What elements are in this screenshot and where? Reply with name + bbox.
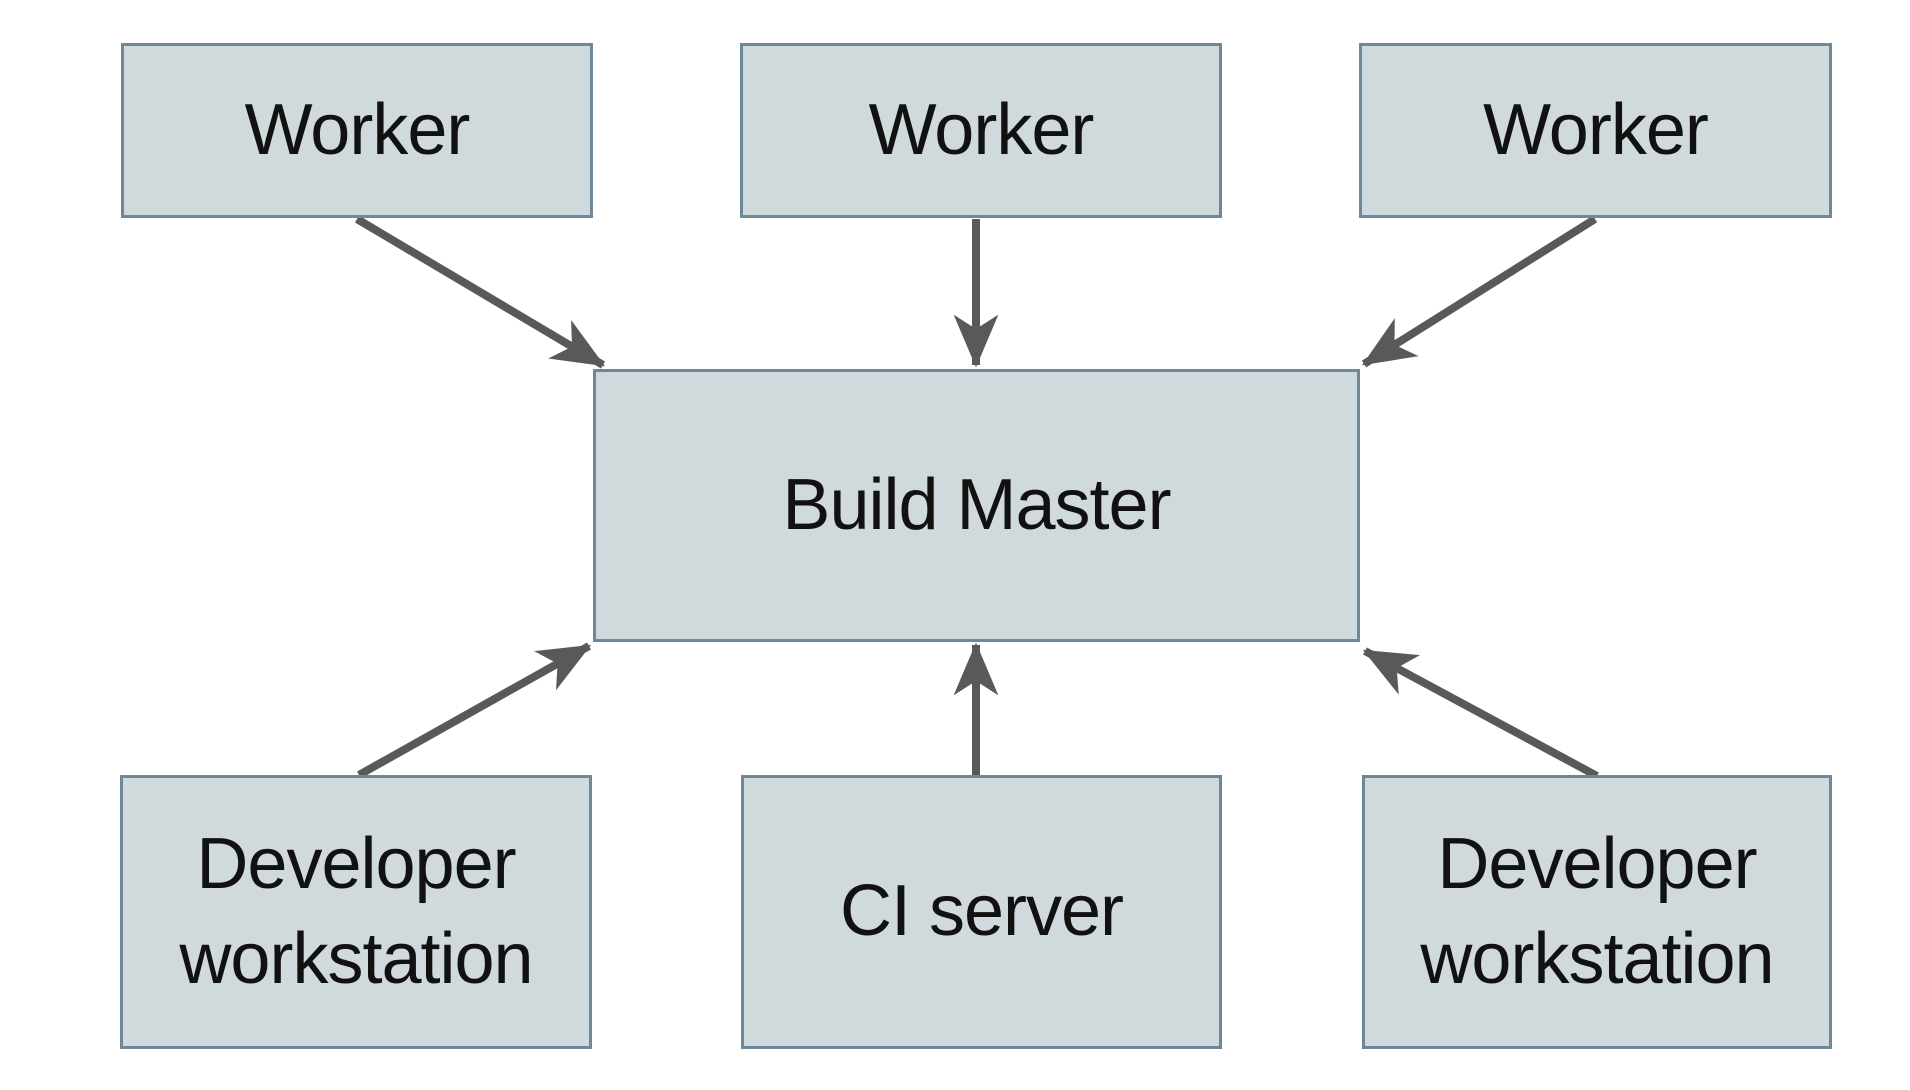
- node-build-master-label: Build Master: [782, 464, 1171, 545]
- node-worker-left: Worker: [121, 43, 593, 218]
- node-worker-center-label: Worker: [868, 89, 1095, 170]
- node-worker-right-label: Worker: [1483, 89, 1709, 170]
- arrow-dev-right-to-build-master: [1362, 647, 1599, 780]
- node-developer-workstation-left-label: Developer workstation: [179, 823, 533, 999]
- arrow-worker-right-to-build-master: [1361, 215, 1598, 368]
- node-developer-workstation-right-label: Developer workstation: [1420, 823, 1774, 999]
- node-developer-workstation-right: Developer workstation: [1362, 775, 1832, 1049]
- node-build-master: Build Master: [593, 369, 1360, 642]
- node-worker-left-label: Worker: [244, 89, 471, 170]
- node-ci-server: CI server: [741, 775, 1222, 1049]
- node-ci-server-label: CI server: [839, 871, 1124, 952]
- node-developer-workstation-left: Developer workstation: [120, 775, 592, 1049]
- node-worker-center: Worker: [740, 43, 1222, 218]
- node-worker-right: Worker: [1359, 43, 1832, 218]
- arrow-dev-left-to-build-master: [357, 642, 592, 779]
- arrow-worker-left-to-build-master: [354, 215, 606, 369]
